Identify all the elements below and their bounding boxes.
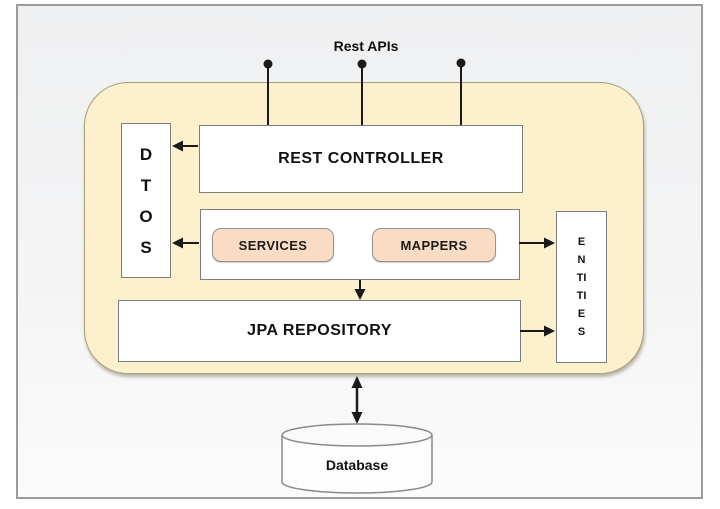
- dtos-node-label: DTOS: [139, 144, 153, 257]
- mappers-node: MAPPERS: [372, 228, 496, 262]
- jpa-repository-node-label: JPA REPOSITORY: [247, 322, 392, 339]
- dtos-node: DTOS: [121, 123, 171, 278]
- jpa-repository-node: JPA REPOSITORY: [118, 300, 521, 362]
- database-label: Database: [325, 457, 389, 473]
- rest-apis-label: Rest APIs: [333, 38, 399, 54]
- mappers-node-label: MAPPERS: [400, 237, 468, 253]
- entities-node: ENTITIES: [556, 211, 607, 363]
- rest-controller-node: REST CONTROLLER: [199, 125, 523, 193]
- entities-node-label: ENTITIES: [576, 236, 587, 338]
- rest-controller-node-label: REST CONTROLLER: [278, 150, 444, 167]
- services-node: SERVICES: [212, 228, 334, 262]
- services-node-label: SERVICES: [238, 237, 308, 253]
